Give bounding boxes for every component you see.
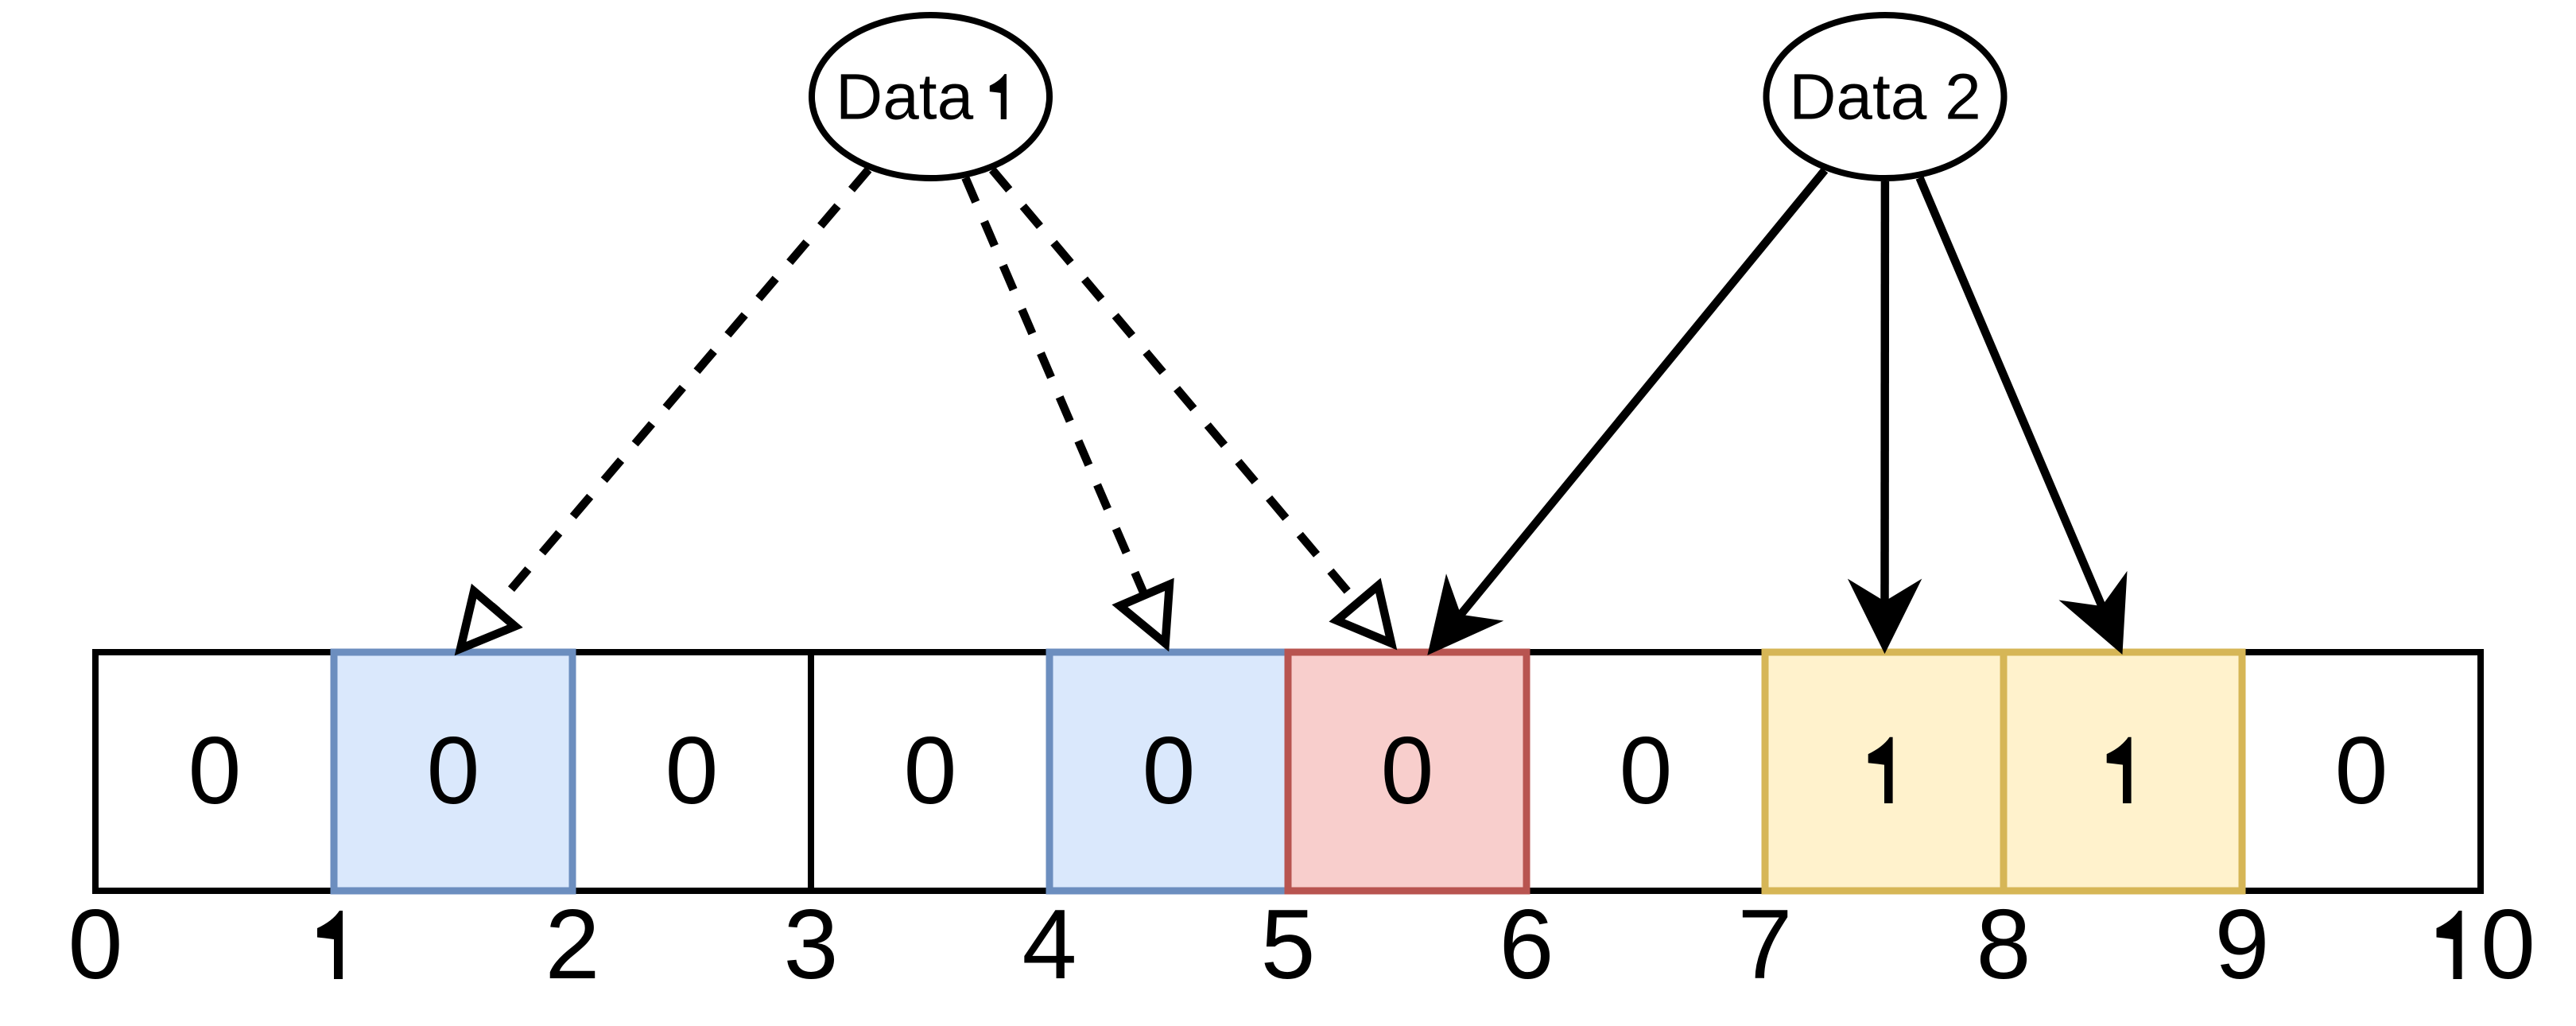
svg-text:0: 0: [1143, 717, 1196, 824]
svg-text:0: 0: [2335, 717, 2388, 824]
svg-text:0: 0: [1620, 717, 1673, 824]
svg-text:4: 4: [1022, 890, 1077, 1000]
svg-text:Data: Data: [836, 61, 974, 134]
svg-text:2: 2: [545, 890, 600, 1000]
svg-text:8: 8: [1977, 890, 2031, 1000]
svg-text:0: 0: [1381, 717, 1434, 824]
svg-text:6: 6: [1499, 890, 1554, 1000]
svg-text:0: 0: [2481, 890, 2535, 1000]
svg-text:0: 0: [188, 717, 242, 824]
svg-text:0: 0: [68, 890, 123, 1000]
svg-text:0: 0: [904, 717, 957, 824]
svg-text:Data 2: Data 2: [1789, 61, 1981, 134]
svg-text:0: 0: [665, 717, 719, 824]
svg-text:0: 0: [427, 717, 480, 824]
svg-text:3: 3: [784, 890, 839, 1000]
svg-text:7: 7: [1738, 890, 1793, 1000]
svg-text:9: 9: [2215, 890, 2270, 1000]
svg-text:5: 5: [1261, 890, 1316, 1000]
